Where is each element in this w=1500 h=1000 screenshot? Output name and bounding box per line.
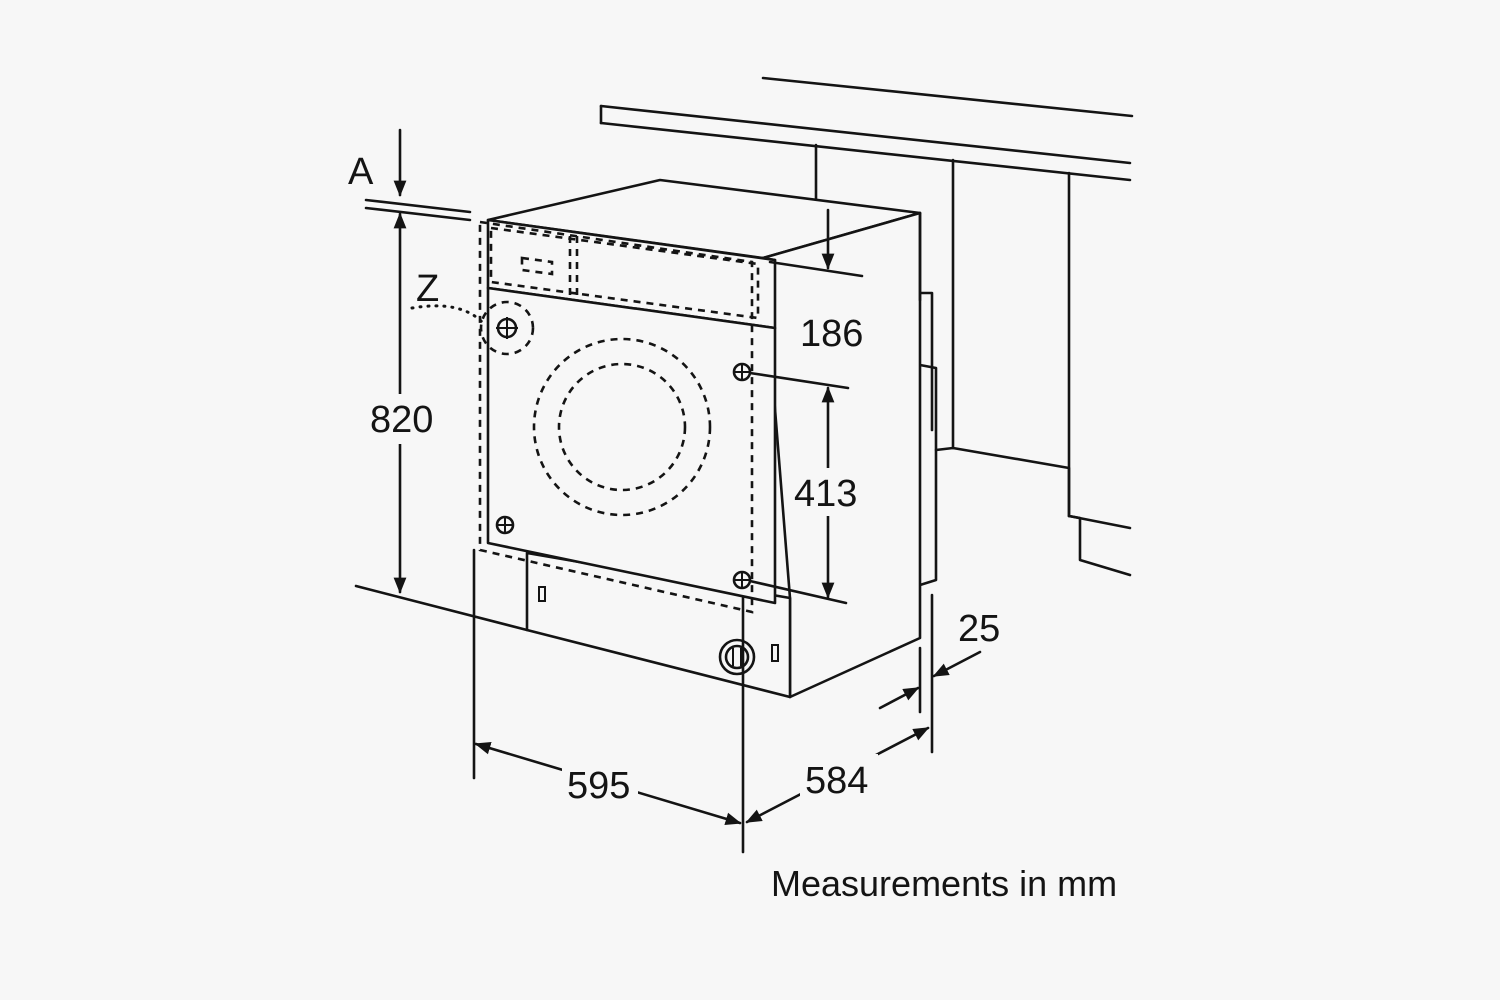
dimension-mount-spacing	[748, 371, 866, 605]
measurement-units-caption: Measurements in mm	[771, 863, 1117, 904]
label-offset: 25	[958, 608, 1000, 650]
cabinet-outline	[599, 76, 1134, 587]
dimension-height	[354, 212, 529, 632]
dimension-depth	[745, 593, 934, 824]
dimension-top-panel	[768, 208, 864, 278]
dimension-width	[472, 548, 745, 854]
label-width: 595	[567, 765, 630, 807]
mounting-point-icon	[495, 515, 515, 535]
dimension-a	[364, 128, 472, 222]
label-z: Z	[416, 268, 439, 310]
label-mount-spacing: 413	[794, 473, 857, 515]
label-top-panel: 186	[800, 313, 863, 355]
mounting-point-icon	[732, 362, 752, 382]
drain-pump-filter-icon	[718, 638, 756, 676]
label-height: 820	[370, 399, 433, 441]
dimension-offset	[878, 646, 982, 714]
front-hidden-outline	[478, 220, 760, 614]
mounting-point-icon	[496, 317, 518, 339]
plinth-details	[538, 586, 779, 662]
label-a: A	[348, 151, 374, 193]
mounting-point-icon	[732, 570, 752, 590]
detail-z-callout	[410, 300, 535, 356]
label-depth: 584	[805, 760, 868, 802]
appliance-body	[486, 178, 922, 699]
